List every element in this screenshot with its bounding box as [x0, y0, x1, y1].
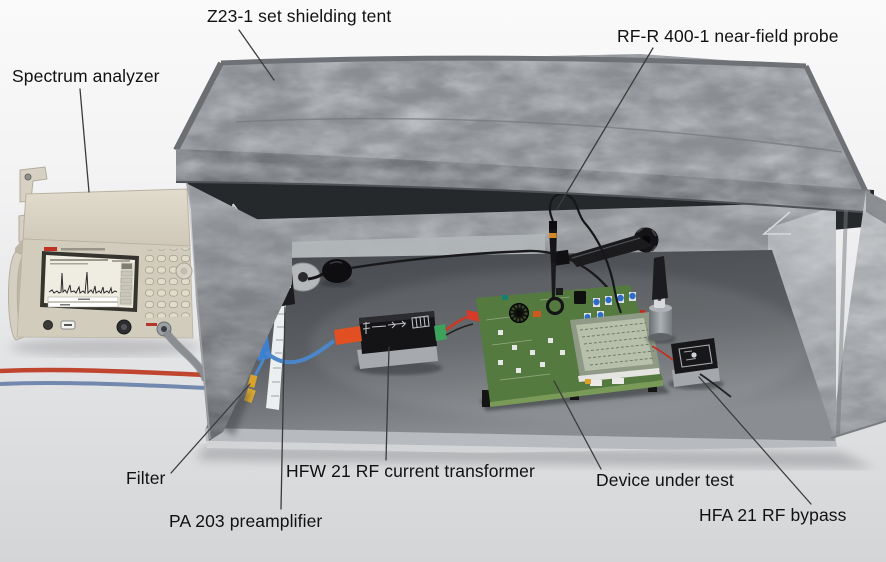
label-spectrum-analyzer: Spectrum analyzer: [12, 66, 160, 86]
bypass-red-wire: [651, 345, 674, 361]
roof-back-binding: [220, 55, 807, 69]
device-under-test-pcb: [476, 285, 670, 411]
bench-cables: [0, 367, 209, 390]
leader-preamplifier: [280, 306, 286, 510]
tent-ground-shadow: [196, 446, 874, 468]
analyzer-shadow: [10, 338, 200, 356]
roof-front-roll: [175, 149, 875, 214]
leader-shielding-tent: [238, 29, 275, 81]
leader-lines: [79, 29, 812, 510]
leader-spectrum-analyzer: [79, 88, 90, 193]
leader-current-transformer: [385, 346, 390, 461]
smd-parts: [498, 330, 565, 373]
arm-base-cylinder: [649, 308, 672, 337]
probe-cable-loop: [548, 192, 623, 314]
bypass-black-wire: [699, 373, 732, 398]
analyzer-screen: [44, 255, 135, 308]
tent-roof: [173, 54, 875, 214]
probe-loop-tip: [545, 296, 565, 316]
probe-orange-band: [549, 233, 557, 238]
blue-cable-to-transformer: [264, 339, 336, 365]
front-panel-keys: [142, 248, 193, 318]
pcb-standoff: [482, 390, 492, 407]
analyzer-top-face: [22, 188, 191, 247]
label-device-under-test: Device under test: [596, 470, 734, 490]
leader-rf-bypass: [698, 376, 812, 505]
label-near-field-probe: RF-R 400-1 near-field probe: [617, 26, 839, 46]
red-cable: [0, 367, 207, 378]
near-field-probe: [545, 192, 623, 316]
roof-right-binding: [803, 64, 871, 198]
orange-input-connector: [334, 326, 362, 345]
leader-near-field-probe: [556, 47, 654, 210]
leader-device-under-test: [553, 380, 602, 470]
spectrum-analyzer: [8, 166, 210, 382]
label-filter: Filter: [126, 468, 166, 488]
roof-seam: [235, 117, 843, 153]
tent-right-wall: [830, 191, 886, 439]
rf-bypass-box: [651, 338, 732, 398]
leader-filter: [170, 383, 251, 474]
phones-jack: [43, 320, 53, 330]
roof-left-binding: [173, 61, 224, 152]
right-frame-strut: [761, 211, 791, 235]
brand-logo: [44, 247, 57, 251]
cable-ferrite: [322, 259, 352, 283]
blue-cable: [0, 380, 209, 390]
probe-holder-arm: [551, 227, 676, 344]
green-output-connector: [434, 324, 447, 341]
tent-inner-right-wall: [768, 206, 836, 440]
label-rf-bypass: HFA 21 RF bypass: [699, 505, 847, 525]
floor-front-rim: [205, 428, 838, 453]
lcd-display: [570, 312, 660, 386]
engraved-pattern: [362, 315, 430, 334]
label-preamplifier: PA 203 preamplifier: [169, 511, 323, 531]
black-capacitor: [574, 291, 586, 304]
rf-current-transformer: [334, 311, 474, 375]
shielding-tent: [173, 54, 886, 468]
tent-interior: [176, 150, 874, 458]
tent-left-wall: [186, 183, 292, 441]
label-current-transformer: HFW 21 RF current transformer: [286, 461, 535, 481]
spectrum-trace: [48, 271, 118, 295]
label-shielding-tent: Z23-1 set shielding tent: [207, 6, 392, 26]
